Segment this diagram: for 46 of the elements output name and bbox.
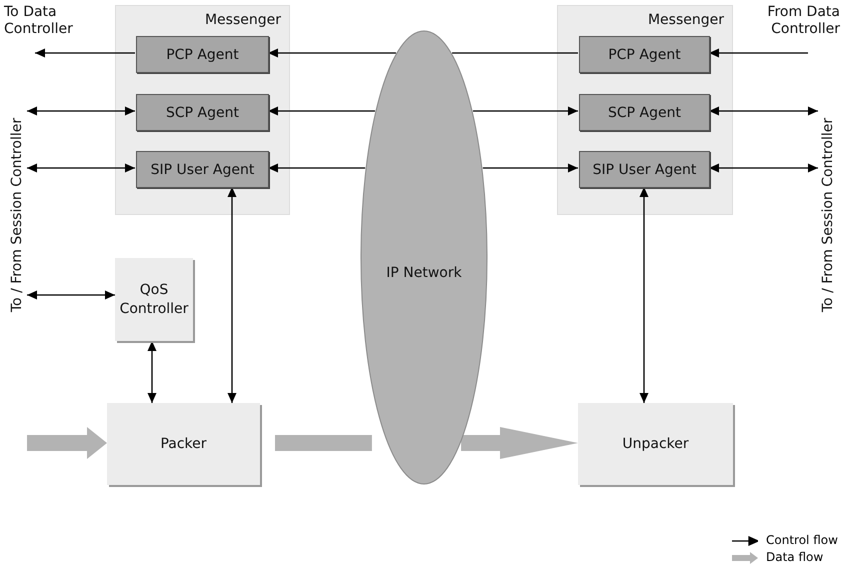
agent-box	[136, 36, 269, 73]
control-flow-arrow	[709, 48, 808, 58]
control-flow-arrow	[482, 164, 578, 172]
control-flow-arrow	[148, 341, 156, 403]
component-box	[115, 258, 193, 341]
node-label: SCP Agent	[166, 104, 239, 120]
control-flow-arrow	[268, 106, 376, 116]
data-flow-arrow	[27, 427, 107, 459]
control-flow-arrow	[27, 106, 135, 116]
control-flow-arrow	[35, 48, 135, 58]
control-flow-arrow	[709, 164, 818, 172]
control-flow-arrow	[27, 290, 115, 300]
control-flow-arrow	[268, 48, 396, 58]
component-box	[107, 403, 260, 485]
node-label: Unpacker	[622, 436, 689, 452]
messenger-panel	[115, 5, 290, 215]
node-label: QoS Controller	[118, 280, 190, 318]
node-label: SCP Agent	[608, 104, 681, 120]
component-box	[578, 403, 733, 485]
agent-box	[579, 94, 710, 131]
legend-label: Data flow	[766, 550, 824, 564]
endpoint-label: From Data Controller	[766, 4, 840, 38]
endpoint-label: To Data Controller	[4, 4, 74, 38]
legend-label: Control flow	[766, 533, 838, 547]
control-flow-arrow	[268, 164, 366, 172]
panel-title: Messenger	[648, 12, 724, 28]
node-label: SIP User Agent	[592, 162, 696, 178]
agent-box	[136, 94, 269, 131]
node-label: PCP Agent	[166, 46, 239, 62]
data-flow-arrow	[461, 427, 578, 459]
panel-title: Messenger	[204, 12, 281, 28]
messenger-panel	[557, 5, 733, 215]
node-label: SIP User Agent	[150, 162, 254, 178]
node-label: Packer	[160, 436, 207, 452]
side-label: To / From Session Controller	[7, 100, 27, 330]
side-label: To / From Session Controller	[818, 100, 838, 330]
node-label: PCP Agent	[608, 46, 681, 62]
agent-box	[136, 151, 269, 188]
control-flow-arrow	[640, 187, 648, 403]
agent-box	[579, 36, 710, 73]
control-flow-arrow	[709, 106, 818, 116]
control-flow-arrow	[228, 187, 236, 403]
control-flow-arrow	[27, 164, 135, 172]
node-label: IP Network	[385, 265, 463, 281]
agent-box	[579, 151, 710, 188]
control-flow-arrow	[472, 106, 578, 116]
